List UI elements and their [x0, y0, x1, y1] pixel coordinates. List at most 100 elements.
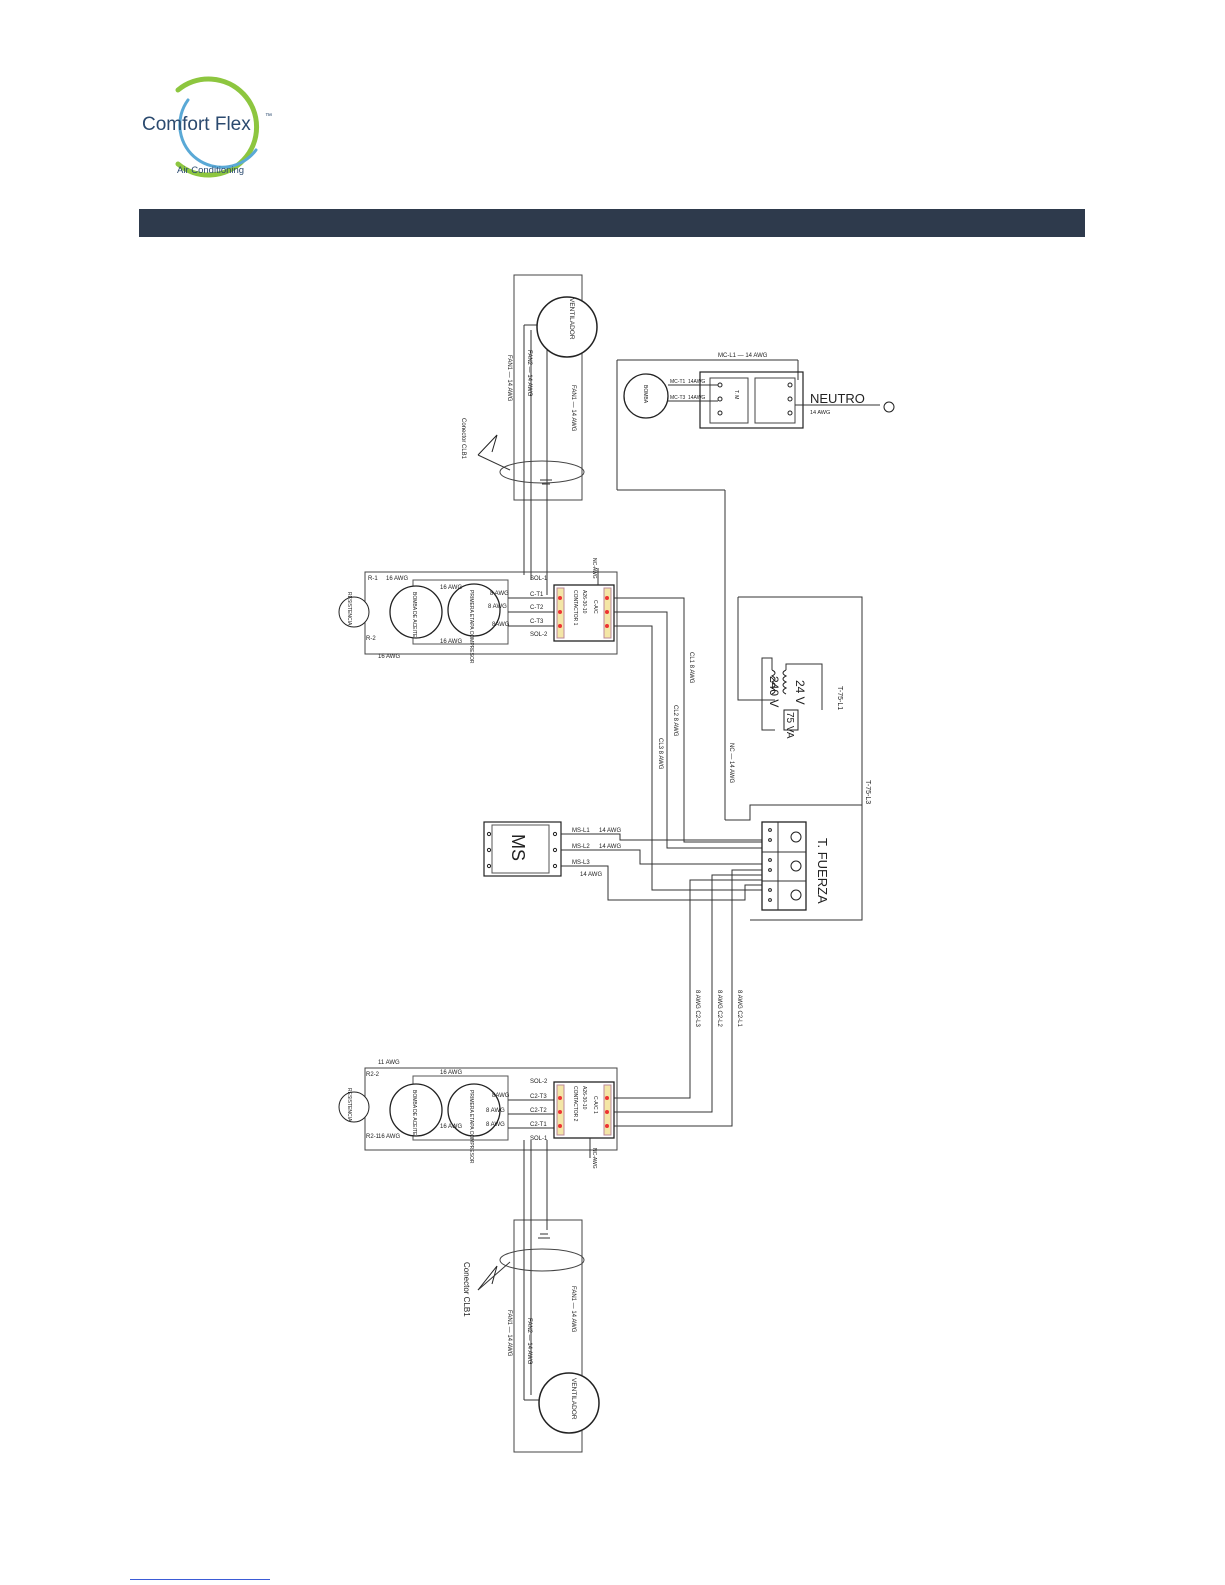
bottom-compressor-icon	[447, 1083, 501, 1137]
top-compressor-icon	[447, 583, 501, 637]
svg-text:R-2: R-2	[366, 636, 376, 642]
logo-trademark: ™	[265, 113, 272, 120]
svg-text:C2-T1: C2-T1	[530, 1122, 547, 1128]
svg-text:MS: MS	[508, 834, 528, 861]
svg-text:C2-T2: C2-T2	[530, 1108, 547, 1114]
svg-text:14AWG: 14AWG	[688, 379, 705, 385]
svg-text:16 AWG: 16 AWG	[378, 654, 400, 660]
svg-text:11 AWG: 11 AWG	[378, 1060, 400, 1066]
svg-text:24 V: 24 V	[793, 680, 807, 705]
svg-text:SOL-2: SOL-2	[530, 632, 548, 638]
svg-text:NC — 14 AWG: NC — 14 AWG	[728, 743, 734, 783]
svg-text:T-75-L3: T-75-L3	[864, 780, 871, 804]
svg-text:R2-2: R2-2	[366, 1072, 380, 1078]
top-fan-icon	[536, 296, 598, 358]
svg-text:75 VA: 75 VA	[784, 712, 795, 739]
bomba-neutro-unit: MC-L1 — 14 AWG BOMBA T. M MC-T1 MC-T3 14…	[616, 353, 895, 490]
svg-text:T-75-L1: T-75-L1	[836, 686, 843, 710]
top-fan-wire-a: FAN1 — 14 AWG	[506, 355, 512, 402]
svg-text:MC-T1: MC-T1	[670, 379, 685, 385]
svg-text:CL2 8 AWG: CL2 8 AWG	[672, 705, 678, 737]
bomba-icon	[623, 373, 669, 419]
svg-text:8 AWG C2-L2: 8 AWG C2-L2	[716, 990, 722, 1027]
bomba-control-box	[699, 371, 804, 429]
svg-text:16 AWG: 16 AWG	[440, 1070, 462, 1076]
top-fan-label: VENTILADOR	[568, 298, 575, 340]
svg-text:FAN2 — 14 AWG: FAN2 — 14 AWG	[526, 1318, 532, 1365]
section-header-bar	[139, 209, 1085, 237]
svg-text:NC-AWG: NC-AWG	[591, 1148, 597, 1169]
svg-text:T. M: T. M	[733, 390, 739, 399]
bottom-connector-label: Conector CLB1	[462, 1262, 471, 1317]
svg-text:14 AWG: 14 AWG	[580, 872, 602, 878]
svg-text:240 V: 240 V	[767, 676, 781, 707]
logo-green-arc	[175, 76, 260, 178]
svg-text:16 AWG: 16 AWG	[378, 1134, 400, 1140]
footer-link-rule	[130, 1579, 270, 1580]
svg-text:16 AWG: 16 AWG	[386, 576, 408, 582]
ms-box: MS MS-L1 MS-L2 MS-L3 14 AWG 14 AWG 14 AW…	[483, 821, 762, 901]
svg-text:NC-AWG: NC-AWG	[591, 558, 597, 579]
svg-text:MS-L3: MS-L3	[572, 860, 590, 866]
fuerza-block: T. FUERZA	[761, 821, 830, 911]
mid-cables: CL1 8 AWG CL2 8 AWG CL3 8 AWG NC — 14 AW…	[614, 597, 863, 920]
svg-text:16 AWG: 16 AWG	[440, 639, 462, 645]
svg-text:MC-L1 — 14 AWG: MC-L1 — 14 AWG	[718, 353, 768, 359]
svg-text:SOL-2: SOL-2	[530, 1079, 548, 1085]
svg-text:R-1: R-1	[368, 576, 378, 582]
svg-text:14AWG: 14AWG	[688, 395, 705, 401]
svg-text:RESISTENCIA: RESISTENCIA	[346, 592, 352, 626]
svg-text:PRIMERA ETAPA COMPRESOR: PRIMERA ETAPA COMPRESOR	[468, 1090, 474, 1164]
fuerza-label: T. FUERZA	[815, 838, 830, 904]
svg-text:FAN1 — 14 AWG: FAN1 — 14 AWG	[506, 1310, 512, 1357]
svg-text:8AWG: 8AWG	[492, 1093, 510, 1099]
svg-text:C2-T3: C2-T3	[530, 1094, 547, 1100]
svg-text:C-T3: C-T3	[530, 619, 544, 625]
svg-text:C-A/C: C-A/C	[592, 600, 598, 614]
svg-text:8AWG: 8AWG	[492, 622, 510, 628]
top-oil-pump-icon	[389, 585, 443, 639]
svg-text:FAN1 — 14 AWG: FAN1 — 14 AWG	[570, 1286, 576, 1333]
svg-text:CONTACTOR 1: CONTACTOR 1	[572, 590, 578, 626]
top-compressor-panel: RESISTENCIA BOMBA DE ACEITE PRIMERA ETAP…	[338, 558, 618, 664]
svg-text:R2-1: R2-1	[366, 1134, 380, 1140]
svg-text:BOMBA: BOMBA	[642, 385, 648, 404]
svg-text:16 AWG: 16 AWG	[440, 585, 462, 591]
top-fan-section: VENTILADOR FAN1 — 14 AWG FAN2 — 14 AWG F…	[460, 274, 598, 595]
bottom-fan-icon	[538, 1372, 600, 1434]
svg-text:CL1 8 AWG: CL1 8 AWG	[688, 652, 694, 684]
svg-text:C-A/C 1: C-A/C 1	[592, 1096, 598, 1114]
transformer: 240 V 24 V 75 VA T-75-L1 T-75-L3	[617, 489, 871, 921]
top-fan-wire-c: FAN1 — 14 AWG	[570, 385, 576, 432]
svg-text:SOL-1: SOL-1	[530, 576, 548, 582]
comfort-flex-logo: Comfort Flex ™ Air Conditioning	[142, 76, 272, 178]
svg-text:8 AWG: 8 AWG	[488, 604, 507, 610]
neutro-label: NEUTRO	[810, 391, 865, 406]
bottom-oil-pump-icon	[389, 1083, 443, 1137]
svg-text:8 AWG C2-L3: 8 AWG C2-L3	[694, 990, 700, 1027]
lower-cables: 8 AWG C2-L1 8 AWG C2-L2 8 AWG C2-L3	[614, 869, 762, 1127]
svg-text:14 AWG: 14 AWG	[599, 844, 621, 850]
svg-text:14 AWG: 14 AWG	[810, 410, 830, 416]
logo-brand-name: Comfort Flex	[142, 114, 251, 135]
logo-tagline: Air Conditioning	[177, 165, 244, 176]
ms-starter	[483, 821, 562, 877]
svg-text:RESISTENCIA: RESISTENCIA	[346, 1088, 352, 1122]
svg-text:SOL-1: SOL-1	[530, 1136, 548, 1142]
svg-text:BOMBA DE ACEITE: BOMBA DE ACEITE	[411, 1090, 417, 1136]
svg-text:A26-30-10: A26-30-10	[581, 1086, 587, 1110]
top-resistor-icon	[338, 596, 370, 628]
svg-text:A26-30-10: A26-30-10	[581, 590, 587, 614]
svg-text:BOMBA DE ACEITE: BOMBA DE ACEITE	[411, 592, 417, 638]
top-connector-label: Conector CLB1	[460, 418, 466, 460]
svg-text:CL3 8 AWG: CL3 8 AWG	[657, 738, 663, 770]
svg-text:MS-L2: MS-L2	[572, 844, 590, 850]
svg-text:8 AWG C2-L1: 8 AWG C2-L1	[736, 990, 742, 1027]
bottom-resistor-icon	[338, 1091, 370, 1123]
svg-text:MC-T3: MC-T3	[670, 395, 685, 401]
svg-text:CONTACTOR 2: CONTACTOR 2	[572, 1086, 578, 1122]
logo-blue-arc	[178, 98, 258, 169]
svg-text:PRIMERA ETAPA COMPRESOR: PRIMERA ETAPA COMPRESOR	[468, 590, 474, 664]
svg-text:14 AWG: 14 AWG	[599, 828, 621, 834]
